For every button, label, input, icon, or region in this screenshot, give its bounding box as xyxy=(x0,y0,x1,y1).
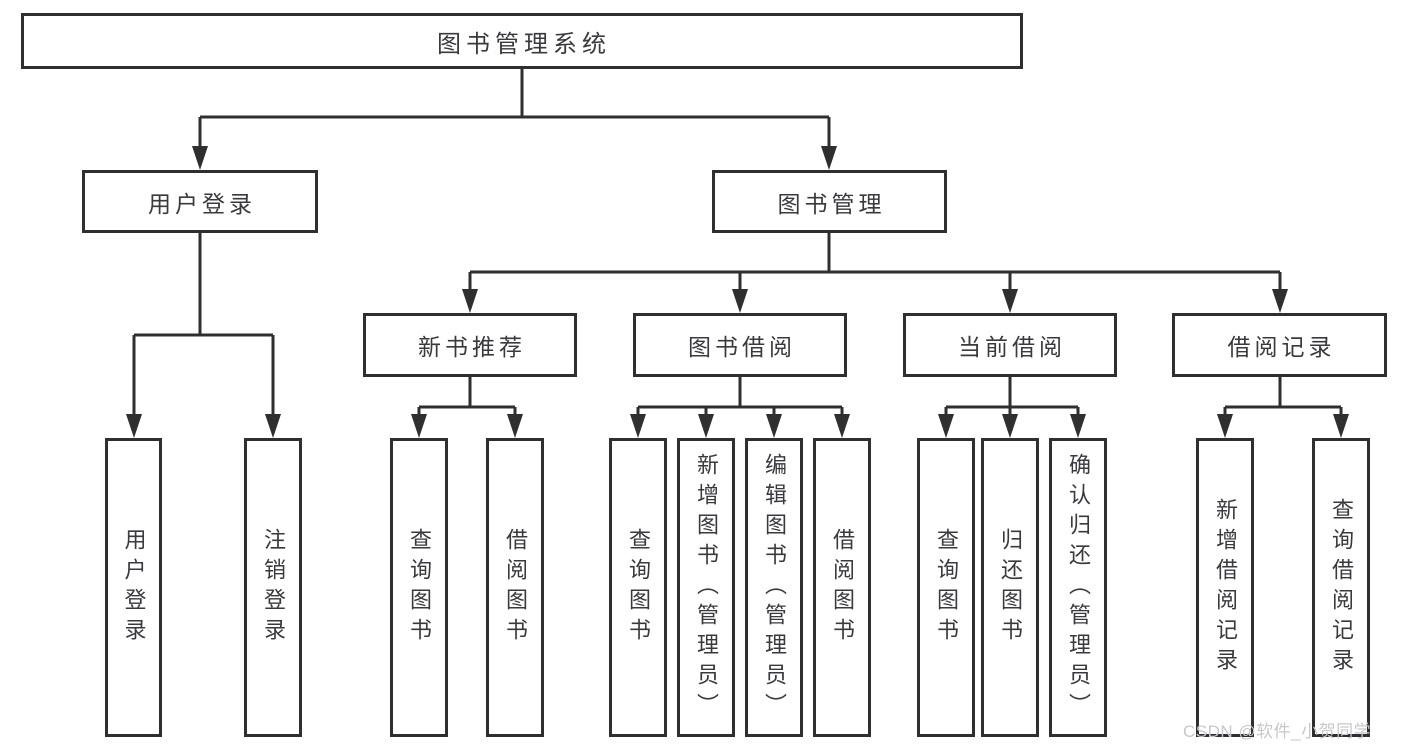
leaf-return-books: 归还图书 xyxy=(981,438,1039,737)
arrow-down-icon xyxy=(462,289,478,313)
arrow-down-icon xyxy=(821,146,837,170)
arrow-down-icon xyxy=(1002,414,1018,438)
arrow-down-icon xyxy=(192,146,208,170)
leaf-query-books-current: 查询图书 xyxy=(917,438,975,737)
node-label: 查询图书 xyxy=(407,527,432,648)
leaf-add-books-admin: 新增图书（管理员） xyxy=(677,438,735,737)
node-new-book-recommend: 新书推荐 xyxy=(363,313,577,377)
node-label: 注销登录 xyxy=(261,527,286,648)
node-label: 归还图书 xyxy=(998,527,1023,648)
leaf-user-login: 用户登录 xyxy=(105,438,162,737)
arrow-down-icon xyxy=(834,414,850,438)
arrow-down-icon xyxy=(1002,289,1018,313)
leaf-edit-books-admin: 编辑图书（管理员） xyxy=(745,438,803,737)
node-label: 新书推荐 xyxy=(418,334,526,360)
arrow-down-icon xyxy=(630,414,646,438)
node-label: 借阅图书 xyxy=(503,527,528,648)
node-label: 新增图书（管理员） xyxy=(694,452,719,723)
node-borrowing-records: 借阅记录 xyxy=(1172,313,1387,377)
node-label: 编辑图书（管理员） xyxy=(762,452,787,723)
arrow-down-icon xyxy=(938,414,954,438)
leaf-borrow-books-recommend: 借阅图书 xyxy=(486,438,544,737)
arrow-down-icon xyxy=(411,414,427,438)
arrowhead-icons xyxy=(126,146,1349,438)
node-label: 图书管理系统 xyxy=(437,30,611,58)
leaf-logout: 注销登录 xyxy=(244,438,302,737)
node-label: 图书借阅 xyxy=(688,334,796,360)
arrow-down-icon xyxy=(766,414,782,438)
leaf-query-books-borrowing: 查询图书 xyxy=(609,438,667,737)
node-label: 借阅图书 xyxy=(830,527,855,648)
node-label: 当前借阅 xyxy=(958,334,1066,360)
arrow-down-icon xyxy=(1070,414,1086,438)
node-label: 确认归还（管理员） xyxy=(1066,452,1091,723)
leaf-query-borrow-record: 查询借阅记录 xyxy=(1312,438,1370,737)
node-label: 用户登录 xyxy=(121,527,147,648)
node-user-login-branch: 用户登录 xyxy=(82,170,318,233)
csdn-watermark: CSDN @软件_小贺同学 xyxy=(1183,722,1372,741)
leaf-query-books-recommend: 查询图书 xyxy=(390,438,448,737)
arrow-down-icon xyxy=(126,414,142,438)
node-label: 查询图书 xyxy=(626,527,651,648)
leaf-borrow-books: 借阅图书 xyxy=(813,438,871,737)
tree-wires xyxy=(132,69,1343,416)
arrow-down-icon xyxy=(1217,414,1233,438)
arrow-down-icon xyxy=(732,289,748,313)
arrow-down-icon xyxy=(1272,289,1288,313)
node-label: 查询图书 xyxy=(934,527,959,648)
node-label: 新增借阅记录 xyxy=(1213,497,1238,678)
node-current-borrowing: 当前借阅 xyxy=(903,313,1117,377)
leaf-confirm-return-admin: 确认归还（管理员） xyxy=(1049,438,1107,737)
node-label: 借阅记录 xyxy=(1227,334,1336,360)
node-label: 查询借阅记录 xyxy=(1329,497,1354,678)
leaf-add-borrow-record: 新增借阅记录 xyxy=(1196,438,1254,737)
node-label: 用户登录 xyxy=(148,190,256,217)
arrow-down-icon xyxy=(1333,414,1349,438)
arrow-down-icon xyxy=(698,414,714,438)
arrow-down-icon xyxy=(265,414,281,438)
node-library-management-system: 图书管理系统 xyxy=(21,13,1023,69)
arrow-down-icon xyxy=(507,414,523,438)
node-book-management-branch: 图书管理 xyxy=(712,170,947,233)
node-book-borrowing: 图书借阅 xyxy=(633,313,847,377)
node-label: 图书管理 xyxy=(777,190,886,217)
